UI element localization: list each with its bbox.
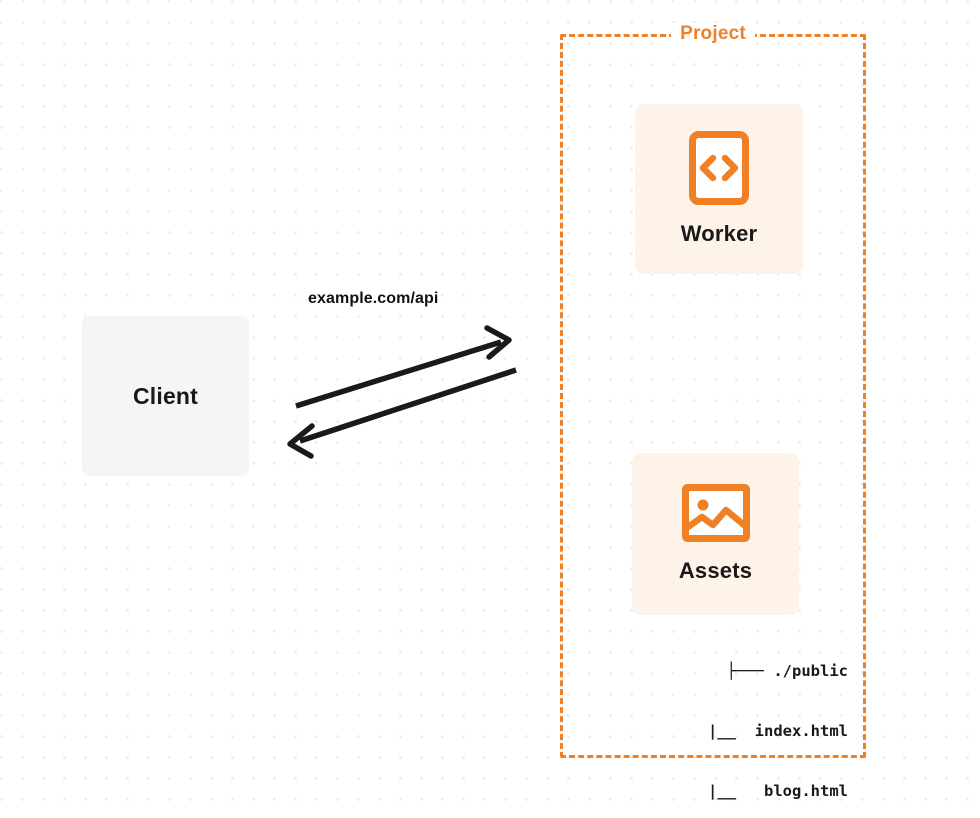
worker-label: Worker — [680, 221, 758, 246]
assets-file-tree: ├─── ./public |__ index.html |__ blog.ht… — [603, 621, 848, 818]
file-tree-line: ├─── ./public — [726, 662, 848, 680]
response-arrow — [287, 367, 517, 459]
assets-node[interactable]: Assets — [632, 453, 799, 615]
project-group-title: Project — [671, 23, 755, 45]
client-label: Client — [132, 382, 199, 409]
client-node[interactable]: Client — [82, 316, 249, 476]
code-brackets-icon — [689, 131, 749, 205]
connection-label: example.com/api — [308, 290, 439, 307]
assets-label: Assets — [678, 558, 753, 583]
project-group: Project Worker Assets — [560, 23, 866, 800]
file-tree-line: |__ index.html — [680, 722, 848, 740]
image-picture-icon — [681, 484, 750, 542]
worker-node[interactable]: Worker — [635, 104, 803, 274]
request-arrow — [295, 325, 512, 409]
file-tree-line: |__ blog.html — [680, 782, 848, 800]
